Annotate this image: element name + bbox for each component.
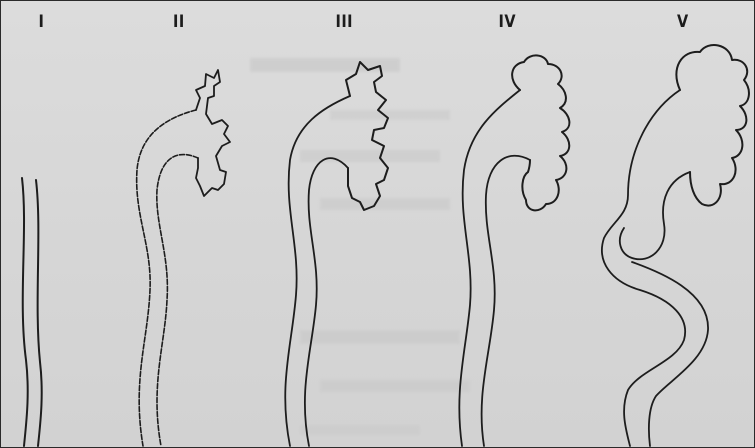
stage-v-duct-outer-wall <box>602 90 685 446</box>
stage-ii-drawing <box>137 70 230 446</box>
stage-iv-duct-inner-wall <box>482 156 530 446</box>
stage-ii-ampulla <box>196 70 230 196</box>
stage-v-duct-inner-wall <box>620 172 708 446</box>
stage-v-ampulla <box>676 45 749 206</box>
stage-i-drawing <box>22 178 42 446</box>
stage-iii-duct-outer-wall <box>285 96 350 446</box>
stage-iv-drawing <box>459 55 569 446</box>
stage-ii-duct-outer-wall <box>137 110 196 446</box>
stage-i-duct-inner-wall <box>36 180 42 446</box>
stage-ii-duct-inner-wall <box>157 155 198 446</box>
stage-i-duct-outer-wall <box>22 178 28 446</box>
stage-iv-ampulla <box>512 55 569 210</box>
stage-iv-duct-outer-wall <box>459 90 520 446</box>
stage-iii-ampulla <box>346 62 388 210</box>
stage-v-drawing <box>602 45 749 446</box>
stage-iii-drawing <box>285 62 388 446</box>
stage-iii-duct-inner-wall <box>305 158 348 446</box>
